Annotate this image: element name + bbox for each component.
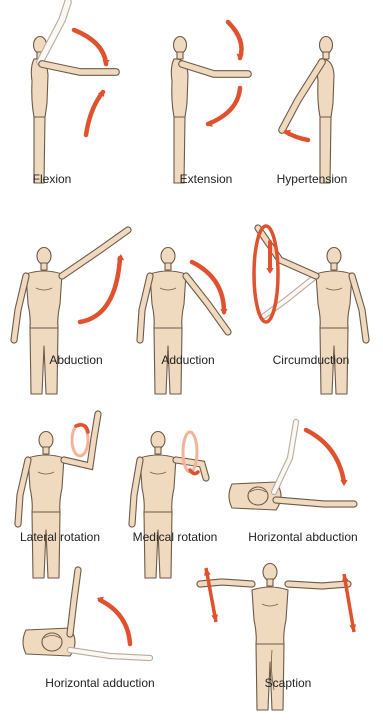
movement-panel <box>0 560 192 720</box>
arms-scapular-plane-arrow-icon <box>192 560 383 720</box>
movement-label: Horizontal abduction <box>233 530 373 544</box>
movement-label: Scaption <box>218 676 358 690</box>
movement-label: Circumduction <box>241 353 381 367</box>
movement-label: Horizontal adduction <box>30 676 170 690</box>
movement-label: Hypertension <box>242 172 382 186</box>
movement-panel <box>128 0 256 160</box>
movement-panel <box>192 560 383 720</box>
arm-back-arrow-icon <box>256 0 383 160</box>
arm-lowered-arrow-icon <box>128 0 256 160</box>
movement-panel <box>0 0 128 160</box>
arm-raised-forward-arrow-icon <box>0 0 128 160</box>
lying-arm-in-arrow-icon <box>0 560 192 720</box>
movement-label: Medical rotation <box>105 530 245 544</box>
movement-panel <box>256 0 383 160</box>
movement-label: Flexion <box>0 172 122 186</box>
movement-label: Adduction <box>118 353 258 367</box>
